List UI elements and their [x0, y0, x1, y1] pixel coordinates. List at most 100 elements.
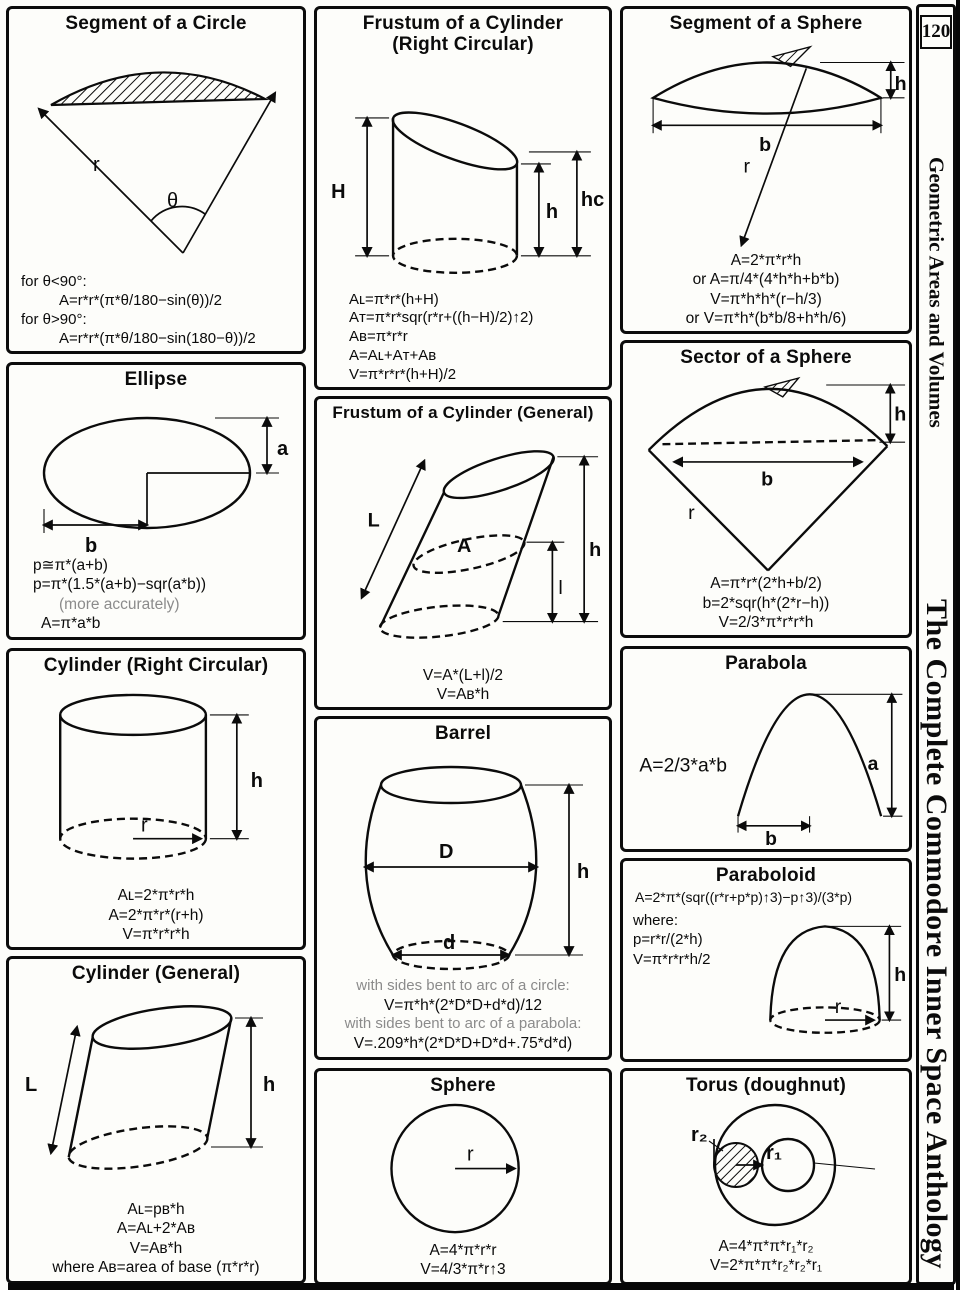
formula-line: p=π*(1.5*(a+b)−sqr(a*b)) [33, 576, 207, 594]
formula-line: V=π*r*r*(h+H)/2 [349, 366, 457, 384]
panel-cylinder-right-circular: Cylinder (Right Circular) h r Aʟ=2*π*r*h… [6, 648, 306, 950]
sphere-outline [390, 1103, 520, 1234]
panel-title: Segment of a Circle [65, 13, 247, 34]
label-l: l [558, 576, 562, 598]
torus-diagram: r₂ r₁ [691, 1103, 876, 1227]
panel-title: Paraboloid [715, 865, 817, 886]
parabola-diagram: b a A=2/3*a*b [639, 692, 903, 847]
panel-parabola: Parabola b a A=2/3*a*b [620, 646, 912, 852]
formula-line: V=Aʙ*h [129, 1239, 183, 1257]
r1-extension-line [813, 1162, 876, 1170]
label-A: A [457, 535, 471, 557]
formula-block: with sides bent to arc of a circle: V=π*… [319, 977, 607, 1054]
formula-line: A=Aʟ+Aᴛ+Aʙ [349, 347, 437, 365]
label-D: D [439, 841, 453, 863]
label-b: b [761, 468, 773, 490]
formula-line: where Aʙ=area of base (π*r*r) [52, 1259, 260, 1277]
paraboloid-outline [769, 925, 881, 1034]
panel-subtitle: (Right Circular) [392, 33, 534, 55]
h-dimension [515, 782, 583, 958]
h-dimension [211, 1015, 263, 1150]
formula-line: V=π*h*h*(r−h/3) [710, 290, 822, 308]
panel-title: Barrel [434, 723, 492, 744]
label-r: r [743, 155, 750, 177]
panel-title: Frustum of a Cylinder [362, 13, 564, 34]
label-h: h [894, 964, 906, 986]
label-b: b [85, 535, 97, 556]
label-r: r [688, 502, 695, 524]
label-b: b [765, 829, 777, 847]
formula-line: Aʙ=π*r*r [349, 328, 408, 346]
page-number: 120 [921, 21, 951, 42]
segment-sphere-diagram: h b r [650, 45, 907, 248]
sphere-diagram: r [390, 1103, 520, 1234]
h-dimension [826, 382, 906, 445]
slanted-cylinder-outline [67, 1005, 233, 1170]
formula-line: for θ>90°: [21, 310, 87, 328]
frustum-right-diagram: H h hᴄ [331, 111, 604, 274]
a-dimension [813, 692, 903, 819]
panel-title: Sector of a Sphere [680, 347, 852, 368]
formula-block: where: p=r*r/(2*h) V=π*r*r*h/2 [625, 905, 743, 970]
frustum-general-diagram: A L l h [360, 449, 601, 639]
panel-frustum-general: Frustum of a Cylinder (General) A L l h … [314, 396, 612, 710]
panel-title: Sphere [430, 1075, 496, 1096]
panel-segment-of-circle: Segment of a Circle r θ for θ<90°: A=r*r… [6, 6, 306, 354]
panel-cylinder-general: Cylinder (General) L h Aʟ=pʙ*h A=Aʟ+2*Aʙ… [6, 956, 306, 1284]
H-dimension [355, 115, 390, 258]
panel-title: Segment of a Sphere [669, 13, 863, 34]
angle-arc [150, 205, 206, 222]
panel-torus: Torus (doughnut) r₂ r₁ A=4*π*π*r₁*r₂ V=2… [620, 1068, 912, 1285]
hatched-segment [50, 71, 270, 106]
label-L: L [25, 1074, 37, 1096]
label-r: r [141, 815, 148, 837]
section-title-vertical: Geometric Areas and Volumes [924, 157, 949, 428]
r-line [739, 67, 808, 248]
label-H: H [331, 181, 345, 203]
panel-title: Torus (doughnut) [685, 1075, 847, 1096]
h-dimension [826, 924, 902, 1023]
panel-title: Ellipse [124, 369, 188, 390]
panel-ellipse: Ellipse a b p≅π*(a+b) p=π*(1.5*(a+b)−sqr… [6, 362, 306, 640]
cylinder-right-diagram: h r [59, 693, 263, 860]
page-number-box: 120 [920, 15, 952, 49]
formula-line: where: [633, 911, 679, 929]
page-margin-column: 120 Geometric Areas and Volumes The Comp… [916, 4, 956, 1285]
formula-line: p≅π*(a+b) [33, 556, 108, 574]
formula-line: V=Aʙ*h [436, 686, 490, 704]
h-dimension [820, 60, 905, 100]
r2-leader [708, 1140, 724, 1152]
formula-line: V=2/3*π*r*r*h [718, 614, 814, 632]
panel-barrel: Barrel D d h with sides bent to arc of a… [314, 716, 612, 1060]
b-dimension [735, 816, 812, 833]
label-h: h [589, 539, 601, 561]
label-hc: hᴄ [581, 189, 604, 211]
formula-block: Aʟ=π*r*(h+H) Aᴛ=π*r*sqr(r*r+((h−H)/2)↑2)… [319, 291, 607, 385]
label-h: h [895, 73, 907, 95]
formula-line: V=π*r*r*h/2 [633, 950, 711, 968]
right-dimensions [502, 454, 599, 624]
formula-line: V=.209*h*(2*D*D+D*d+.75*d*d) [353, 1035, 573, 1053]
formula-line: or V=π*h*(b*b/8+h*h/6) [685, 310, 847, 328]
panel-title: Cylinder (General) [71, 963, 241, 984]
paraboloid-diagram: r h [769, 924, 906, 1034]
formula-line: V=2*π*π*r₂*r₂*r₁ [709, 1257, 823, 1275]
formula-block: A=π*r*(2*h+b/2) b=2*sqr(h*(2*r−h)) V=2/3… [625, 574, 907, 633]
formula-line: A=Aʟ+2*Aʙ [116, 1220, 196, 1238]
sector-sphere-diagram: h b r [647, 376, 906, 572]
scan-edge-bottom [8, 1283, 954, 1290]
formula-line: A=π*a*b [41, 615, 101, 633]
formula-line: Aʟ=pʙ*h [127, 1200, 185, 1218]
formula-block: A=4*π*π*r₁*r₂ V=2*π*π*r₂*r₂*r₁ [625, 1237, 907, 1276]
label-d: d [443, 932, 455, 954]
formula-line: A=2/3*a*b [639, 756, 727, 777]
formula-line: A=r*r*(π*θ/180−sin(θ))/2 [59, 291, 222, 309]
label-r: r [467, 1143, 474, 1165]
radius-lines [37, 90, 277, 254]
formula-line: A=4*π*π*r₁*r₂ [718, 1237, 814, 1255]
label-r: r [835, 996, 842, 1018]
formula-line: A=π*r*(2*h+b/2) [710, 575, 822, 593]
label-h: h [546, 201, 558, 223]
label-h: h [894, 403, 906, 425]
